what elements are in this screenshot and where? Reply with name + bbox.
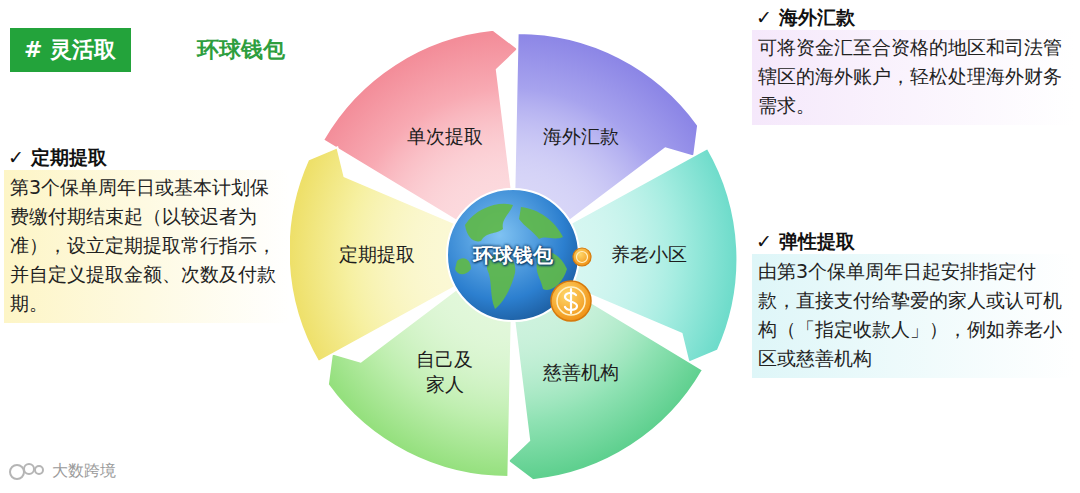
sector-fill [569,148,737,363]
sector-label: 海外汇款 [543,124,619,150]
sector-fill [289,147,457,362]
watermark-logo [8,459,48,485]
callout: ✓ 定期提取第3个保单周年日或基本计划保费缴付期结束起（以较迟者为准），设立定期… [4,144,290,323]
callout-body: 第3个保单周年日或基本计划保费缴付期结束起（以较迟者为准），设立定期提取常行指示… [4,170,290,323]
sector-fill [328,289,512,477]
sector-label: 养老小区 [611,242,687,268]
callout: ✓ 弹性提取由第3个保单周年日起安排指定付款，直接支付给挚爱的家人或认可机构（「… [752,228,1074,378]
callout-heading: ✓ 弹性提取 [752,228,1074,254]
sector-label: 单次提取 [407,124,483,150]
sector-gradient [569,148,737,363]
title-badge: # 灵活取 [10,28,131,72]
callout-heading: ✓ 海外汇款 [752,4,1074,30]
callout: ✓ 海外汇款可将资金汇至合资格的地区和司法管辖区的海外账户，轻松处理海外财务需求… [752,4,1074,125]
callout-body: 由第3个保单周年日起安排指定付款，直接支付给挚爱的家人或认可机构（「指定收款人」… [752,254,1074,378]
title: 环球钱包 [197,35,285,65]
landmass [519,207,563,239]
sector-label: 慈善机构 [543,360,619,386]
callout-heading: ✓ 定期提取 [4,144,290,170]
callout-body: 可将资金汇至合资格的地区和司法管辖区的海外账户，轻松处理海外财务需求。 [752,30,1074,125]
sector-fill [514,33,698,221]
sector-gradient [289,147,457,362]
globe-hub: 环球钱包 [443,185,583,325]
sector-label: 定期提取 [339,242,415,268]
hub-label: 环球钱包 [473,242,553,269]
coin [573,248,591,266]
watermark: 大数跨境 [52,461,116,482]
landmass [455,258,471,274]
sector-label: 自己及家人 [416,347,475,398]
badge-text: # 灵活取 [10,28,131,72]
sector-gradient [514,33,698,221]
landmass [465,204,513,242]
sector-gradient [328,289,512,477]
coin [551,281,591,321]
